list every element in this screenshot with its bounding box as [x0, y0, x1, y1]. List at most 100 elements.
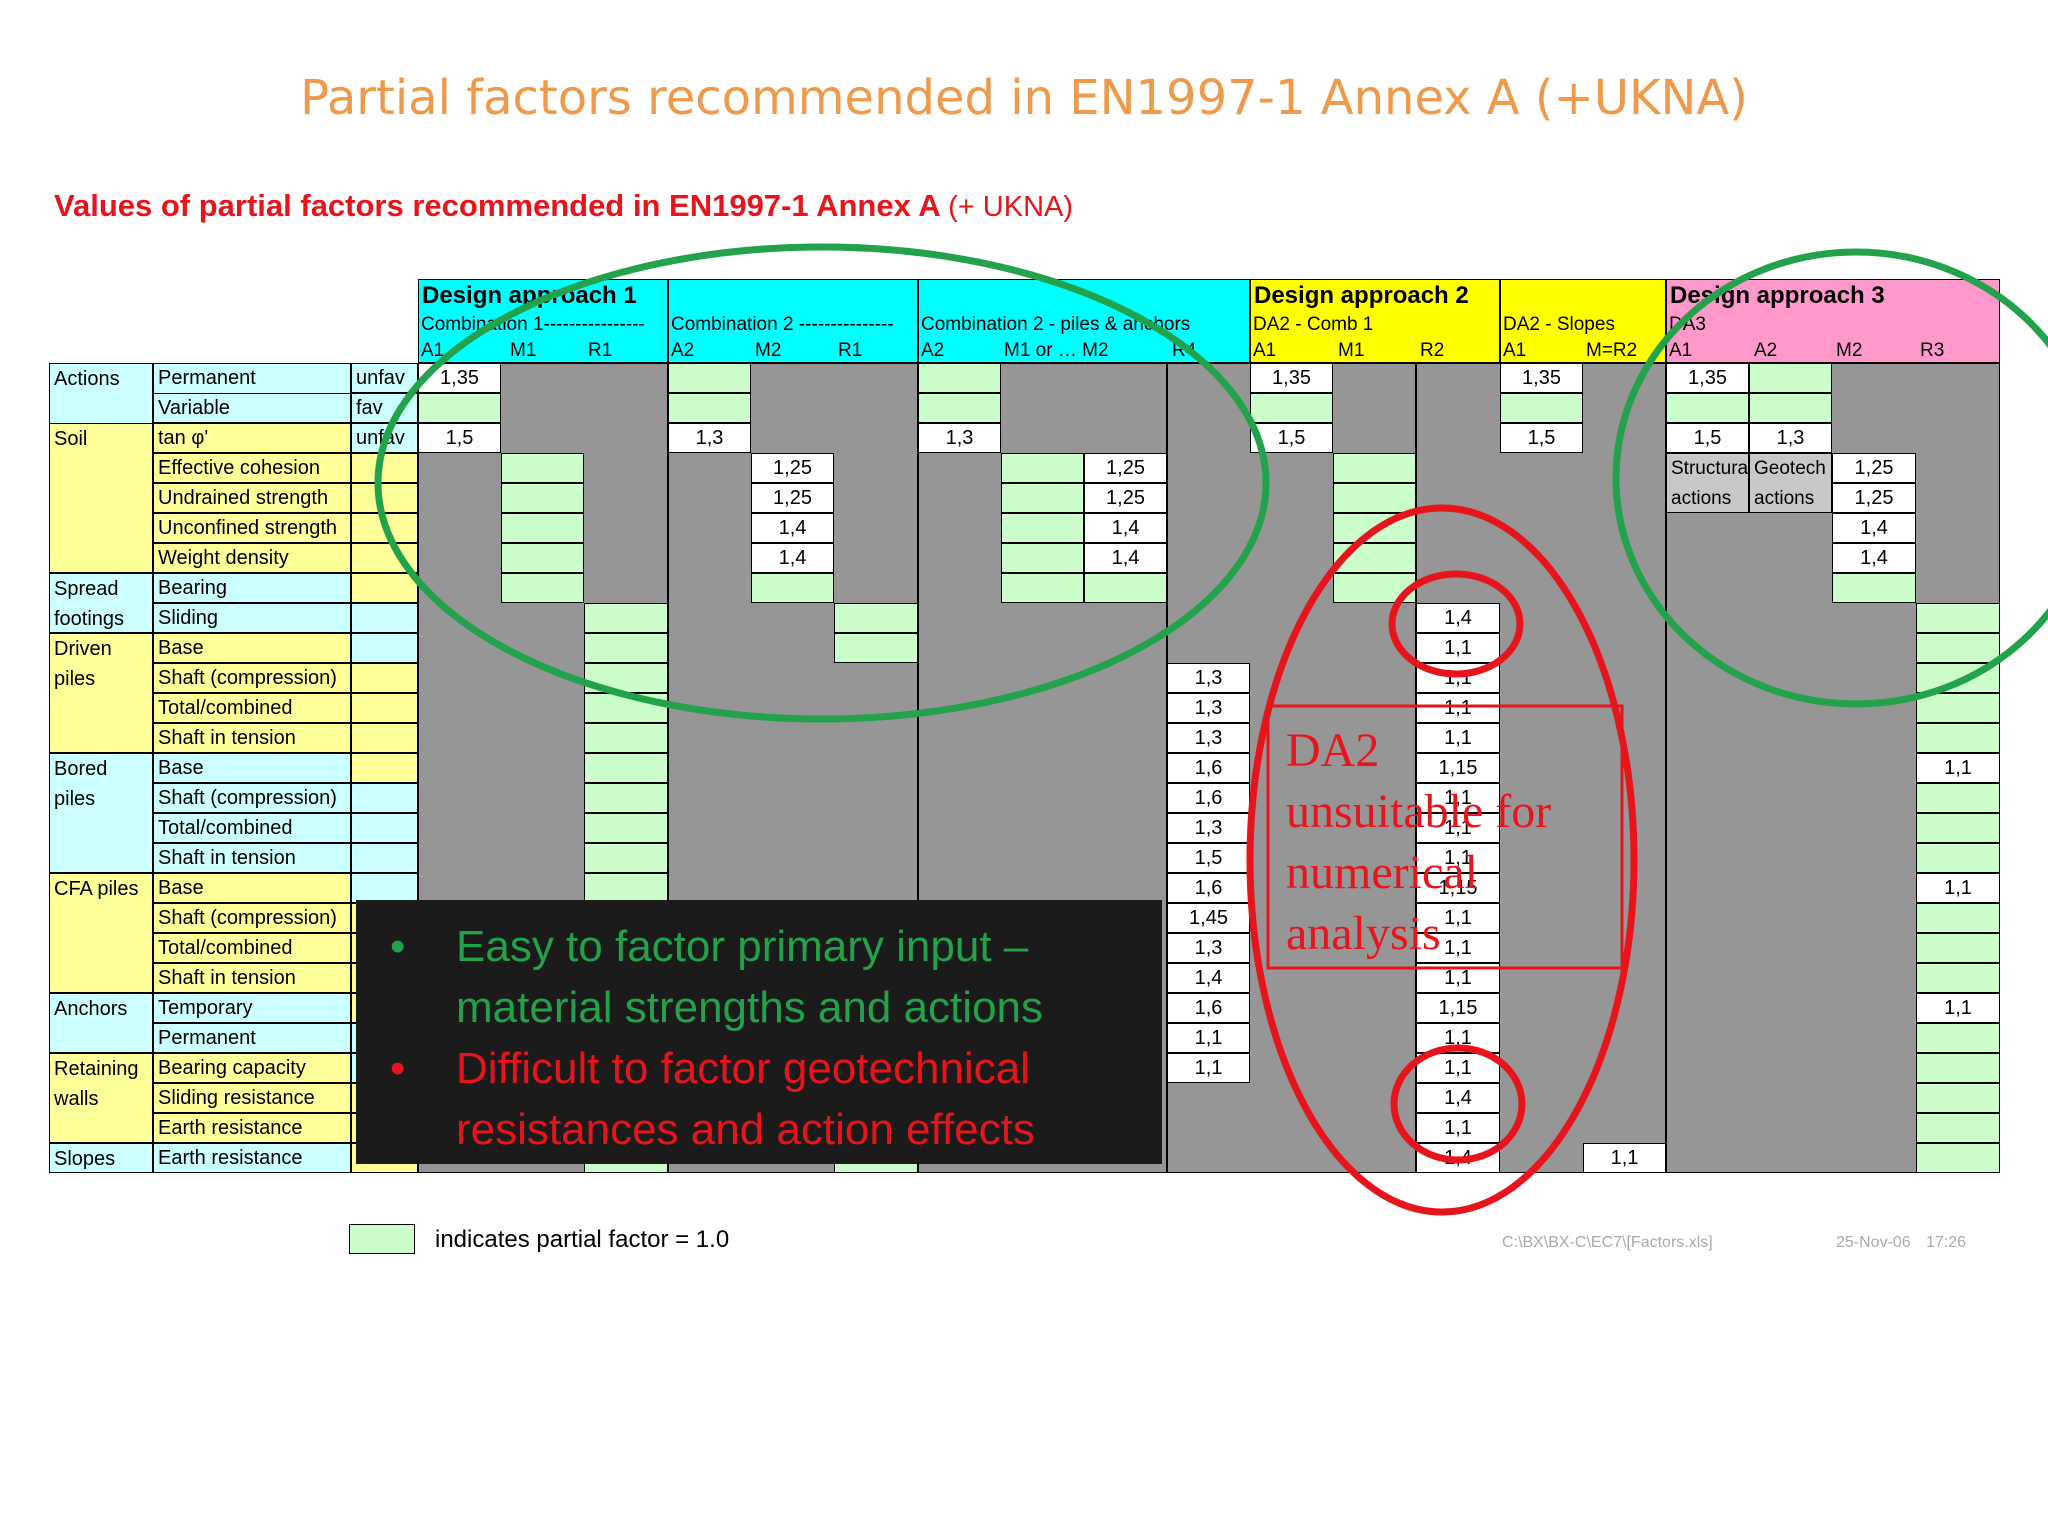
- unit-factor-cell: [584, 843, 668, 873]
- unit-factor-cell: [1749, 363, 1832, 393]
- da1-comb2-label: Combination 2 ---------------: [671, 314, 894, 335]
- spacer-cell: [351, 513, 418, 543]
- table-subtitle: Values of partial factors recommended in…: [54, 188, 1073, 224]
- row-label: Shaft (compression): [153, 783, 351, 813]
- factor-value: 1,3: [1167, 663, 1250, 693]
- factor-value: 1,5: [1500, 423, 1583, 453]
- unit-factor-cell: [501, 573, 584, 603]
- group-label: Spread footings: [49, 573, 153, 633]
- group-label-text: Spread footings: [54, 578, 125, 630]
- row-label: Earth resistance: [153, 1143, 351, 1173]
- unit-factor-cell: [1916, 603, 2000, 633]
- da1-comb2-piles-label: Combination 2 - piles & anchors: [921, 314, 1191, 335]
- factor-value: 1,3: [1167, 723, 1250, 753]
- group-label-text: Soil: [54, 428, 88, 450]
- group-label-text: Bored piles: [54, 758, 108, 810]
- unit-factor-cell: [584, 603, 668, 633]
- unit-factor-cell: [1001, 543, 1084, 573]
- factor-value: 1,4: [751, 513, 834, 543]
- bullet-easy: • Easy to factor primary input – materia…: [376, 916, 1142, 1038]
- group-label: CFA piles: [49, 873, 153, 993]
- factor-value: 1,6: [1167, 783, 1250, 813]
- legend-swatch: [349, 1224, 415, 1254]
- subtitle-suffix: (+ UKNA): [948, 191, 1074, 223]
- spacer-cell: [351, 753, 418, 783]
- bullet-dot-icon: •: [390, 1044, 406, 1093]
- factor-value: 1,1: [1916, 753, 2000, 783]
- unit-factor-cell: [1001, 483, 1084, 513]
- bullet-easy-line2: material strengths and actions: [456, 983, 1043, 1032]
- row-label: Effective cohesion: [153, 453, 351, 483]
- unit-factor-cell: [1333, 573, 1416, 603]
- factor-value: 1,25: [1084, 453, 1167, 483]
- unfav-fav-label: unfav: [351, 363, 418, 393]
- group-label-text: CFA piles: [54, 878, 139, 900]
- unit-factor-cell: [1333, 483, 1416, 513]
- factor-value: 1,1: [1167, 1023, 1250, 1053]
- row-label: Sliding: [153, 603, 351, 633]
- unit-factor-cell: [1916, 783, 2000, 813]
- col-da2s-mr2: M=R2: [1586, 340, 1638, 361]
- col-a2b: A2: [921, 340, 945, 361]
- unit-factor-cell: [1333, 543, 1416, 573]
- spacer-cell: [351, 813, 418, 843]
- unit-factor-cell: [418, 393, 501, 423]
- unfav-fav-label: unfav: [351, 423, 418, 453]
- factor-value: 1,1: [1916, 993, 2000, 1023]
- unit-factor-cell: [1333, 453, 1416, 483]
- factor-value: 1,6: [1167, 993, 1250, 1023]
- group-label: Slopes: [49, 1143, 153, 1173]
- col-a2: A2: [671, 340, 695, 361]
- row-label: Weight density: [153, 543, 351, 573]
- col-r4: R4: [1172, 340, 1197, 361]
- row-label: Unconfined strength: [153, 513, 351, 543]
- col-m1: M1: [510, 340, 537, 361]
- unit-factor-cell: [834, 633, 918, 663]
- col-da2-a1: A1: [1253, 340, 1277, 361]
- row-label: Base: [153, 873, 351, 903]
- unit-factor-cell: [1916, 843, 2000, 873]
- factor-value: 1,3: [1167, 933, 1250, 963]
- unit-factor-cell: [1916, 633, 2000, 663]
- unit-factor-cell: [584, 873, 668, 903]
- col-a1: A1: [421, 340, 445, 361]
- commentary-box: • Easy to factor primary input – materia…: [356, 900, 1162, 1164]
- factor-value: 1,45: [1167, 903, 1250, 933]
- factor-value: 1,35: [418, 363, 501, 393]
- row-label: Sliding resistance: [153, 1083, 351, 1113]
- da2-slopes-label: DA2 - Slopes: [1503, 314, 1615, 335]
- legend-text: indicates partial factor = 1.0: [435, 1226, 730, 1253]
- factor-value: 1,25: [1832, 483, 1916, 513]
- factor-value: 1,25: [1832, 453, 1916, 483]
- unit-factor-cell: [584, 693, 668, 723]
- factor-value: 1,25: [1084, 483, 1167, 513]
- unit-factor-cell: [834, 603, 918, 633]
- unit-factor-cell: [1749, 393, 1832, 423]
- factor-value: 1,1: [1916, 873, 2000, 903]
- factor-value: 1,1: [1416, 1113, 1500, 1143]
- unit-factor-cell: [1666, 393, 1749, 423]
- group-label: Bored piles: [49, 753, 153, 873]
- factor-value: 1,4: [1084, 543, 1167, 573]
- col-m2: M2: [755, 340, 782, 361]
- unit-factor-cell: [584, 813, 668, 843]
- da3-title: Design approach 3: [1670, 282, 1885, 309]
- da2-comb1-label: DA2 - Comb 1: [1253, 314, 1374, 335]
- group-label-text: Anchors: [54, 998, 128, 1020]
- unit-factor-cell: [1001, 453, 1084, 483]
- unit-factor-cell: [1916, 663, 2000, 693]
- unit-factor-cell: [1084, 573, 1167, 603]
- file-date: 25-Nov-06: [1836, 1234, 1911, 1251]
- factor-value: 1,1: [1416, 963, 1500, 993]
- da3-structural-text: Structura: [1671, 458, 1749, 479]
- da3-geotech-text: actions: [1754, 488, 1815, 509]
- unit-factor-cell: [501, 513, 584, 543]
- unit-factor-cell: [918, 393, 1001, 423]
- unit-factor-cell: [1916, 1113, 2000, 1143]
- group-label-text: Actions: [54, 368, 120, 390]
- unit-factor-cell: [1001, 513, 1084, 543]
- unit-factor-cell: [1916, 723, 2000, 753]
- row-label: Base: [153, 633, 351, 663]
